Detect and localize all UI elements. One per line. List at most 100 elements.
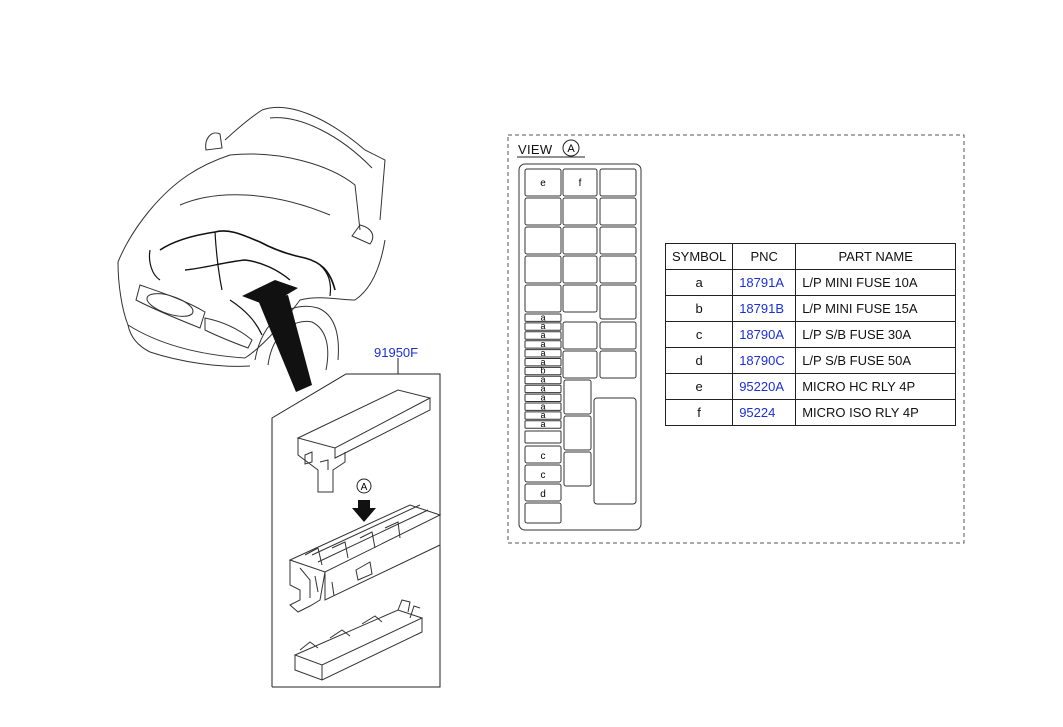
arrow-marker-letter: A xyxy=(361,482,368,493)
relay-slot xyxy=(562,350,598,379)
relay-slot xyxy=(524,226,562,255)
header-symbol: SYMBOL xyxy=(664,243,734,270)
table-row: d 18790C L/P S/B FUSE 50A xyxy=(664,347,957,374)
mini-fuse-slot-empty xyxy=(524,430,562,444)
slot-e-label: e xyxy=(540,178,546,189)
fuse-slot-empty xyxy=(524,502,562,524)
mini-fuse-slot xyxy=(524,402,562,411)
symbol-cell: f xyxy=(664,399,734,426)
relay-slot xyxy=(563,379,592,415)
mini-fuse-slot-label: a xyxy=(540,330,545,340)
symbol-cell: b xyxy=(664,295,734,322)
relay-box-body xyxy=(288,504,442,613)
relay-box-lower-cover xyxy=(293,599,424,681)
pnc-link[interactable]: 95220A xyxy=(732,373,797,400)
relay-slot xyxy=(599,255,637,284)
relay-slot xyxy=(562,226,598,255)
relay-slot xyxy=(599,197,637,226)
table-row: b 18791B L/P MINI FUSE 15A xyxy=(664,295,957,322)
table-row: a 18791A L/P MINI FUSE 10A xyxy=(664,269,957,296)
header-pnc: PNC xyxy=(732,243,797,270)
table-header-row: SYMBOL PNC PART NAME xyxy=(664,243,957,270)
exploded-view-frame xyxy=(271,358,441,688)
sb-fuse-slot xyxy=(524,445,562,464)
relay-slot xyxy=(599,168,637,197)
slot-f xyxy=(562,168,598,197)
view-a-arrow xyxy=(352,478,376,522)
pnc-link[interactable]: 18791A xyxy=(732,269,797,296)
mini-fuse-slot xyxy=(524,420,562,429)
view-label: VIEW xyxy=(518,142,553,157)
sb-fuse-slot-label: c xyxy=(541,470,546,481)
part-name-cell: L/P MINI FUSE 15A xyxy=(795,295,957,322)
symbol-cell: e xyxy=(664,373,734,400)
relay-slot xyxy=(524,255,562,284)
header-part-name: PART NAME xyxy=(795,243,957,270)
table-row: e 95220A MICRO HC RLY 4P xyxy=(664,373,957,400)
pnc-link[interactable]: 95224 xyxy=(732,399,797,426)
relay-slot xyxy=(562,321,598,350)
mini-fuse-slot-label: a xyxy=(540,348,545,358)
slot-f-label: f xyxy=(579,178,582,189)
mini-fuse-slot xyxy=(524,349,562,358)
mini-fuse-slot-label: a xyxy=(540,339,545,349)
relay-slot xyxy=(562,284,598,313)
fuse-panel-slots xyxy=(524,168,637,524)
part-name-cell: MICRO ISO RLY 4P xyxy=(795,399,957,426)
mini-fuse-slot xyxy=(524,322,562,331)
pnc-link[interactable]: 18790A xyxy=(732,321,797,348)
mini-fuse-slot xyxy=(524,375,562,385)
vehicle-illustration xyxy=(117,106,386,371)
mini-fuse-slot xyxy=(524,384,562,394)
sb-fuse-column: ccd xyxy=(524,445,562,502)
relay-slot xyxy=(599,226,637,255)
mini-fuse-slot xyxy=(524,411,562,420)
mini-fuse-slot-label: a xyxy=(540,312,545,322)
mini-fuse-slot-label: a xyxy=(540,401,545,411)
large-relay-slot xyxy=(593,397,637,505)
relay-slot xyxy=(563,415,592,451)
part-name-cell: L/P MINI FUSE 10A xyxy=(795,269,957,296)
part-name-cell: L/P S/B FUSE 30A xyxy=(795,321,957,348)
mini-fuse-slot-label: a xyxy=(540,384,545,394)
mini-fuse-slot-label: a xyxy=(540,392,545,402)
part-name-cell: L/P S/B FUSE 50A xyxy=(795,347,957,374)
relay-slot xyxy=(524,197,562,226)
pnc-link[interactable]: 18791B xyxy=(732,295,797,322)
relay-slot xyxy=(599,350,637,379)
symbol-cell: a xyxy=(664,269,734,296)
relay-box-location-marker xyxy=(242,280,312,392)
pnc-callout-label: 91950F xyxy=(374,345,419,360)
relay-slot xyxy=(562,197,598,226)
table-row: c 18790A L/P S/B FUSE 30A xyxy=(664,321,957,348)
sb-fuse-slot xyxy=(524,464,562,483)
sb-fuse-slot-label: d xyxy=(540,489,546,500)
mini-fuse-slot-label: a xyxy=(540,410,545,420)
relay-slot xyxy=(599,321,637,350)
relay-slot xyxy=(524,284,562,313)
relay-slot xyxy=(599,284,637,320)
view-a-frame xyxy=(507,134,965,544)
symbol-cell: c xyxy=(664,321,734,348)
mini-fuse-slot xyxy=(524,393,562,403)
mini-fuse-slot xyxy=(524,313,562,322)
parts-legend-table: SYMBOL PNC PART NAME a 18791A L/P MINI F… xyxy=(664,243,957,426)
sb-fuse-slot-label: c xyxy=(541,451,546,462)
table-row: f 95224 MICRO ISO RLY 4P xyxy=(664,399,957,426)
mini-fuse-slot-label: a xyxy=(540,419,545,429)
view-marker-circle xyxy=(562,139,580,157)
mini-fuse-slot xyxy=(524,331,562,340)
mini-fuse-slot xyxy=(524,358,562,367)
sb-fuse-slot xyxy=(524,483,562,502)
relay-slot xyxy=(563,451,592,487)
mini-fuse-slot-label: a xyxy=(540,357,545,367)
mini-fuse-slot xyxy=(524,366,562,376)
mini-fuse-slot-label: a xyxy=(540,375,545,385)
relay-slot xyxy=(562,255,598,284)
pnc-link[interactable]: 18790C xyxy=(732,347,797,374)
mini-fuse-slot-label: a xyxy=(540,321,545,331)
mini-fuse-slot xyxy=(524,340,562,349)
slot-e xyxy=(524,168,562,197)
